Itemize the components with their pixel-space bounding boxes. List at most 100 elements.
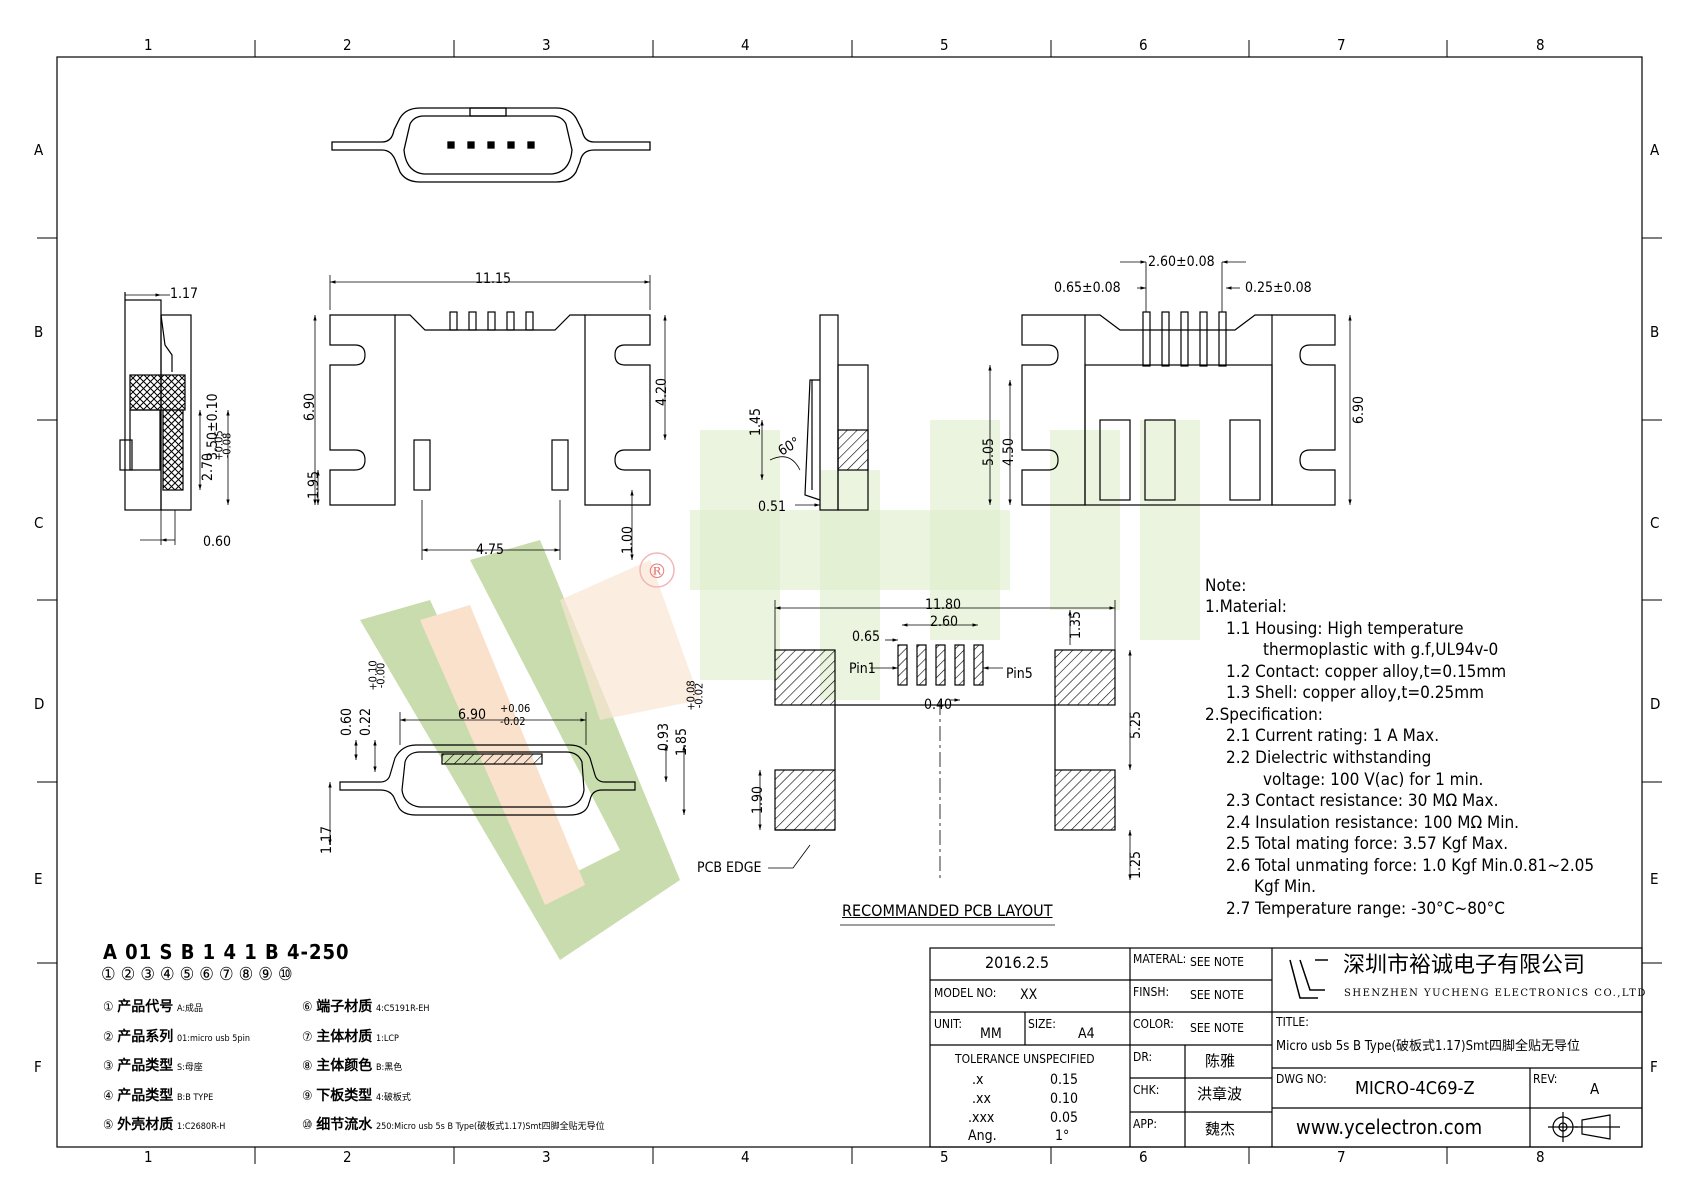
legend-label: 产品类型 bbox=[117, 1058, 174, 1074]
legend-num: ⑧ bbox=[302, 1059, 313, 1074]
legend-value: 4:破板式 bbox=[375, 1093, 411, 1103]
legend-value: B:B TYPE bbox=[176, 1093, 214, 1103]
row-label-c: C bbox=[34, 514, 44, 532]
dim-bot-6-90: 6.90 bbox=[1351, 395, 1368, 425]
row-label-b-right: B bbox=[1650, 323, 1660, 341]
note-line: Kgf Min. bbox=[1254, 877, 1316, 897]
note-line: 2.Specification: bbox=[1205, 705, 1323, 725]
label-pin1: Pin1 bbox=[849, 661, 876, 677]
pcb-layout bbox=[774, 644, 1116, 880]
part-code: A 01 S B 1 4 1 B 4-250 bbox=[103, 940, 350, 964]
tb-tol-key: .x bbox=[972, 1072, 984, 1088]
note-line: 2.1 Current rating: 1 A Max. bbox=[1226, 726, 1440, 746]
tb-date: 2016.2.5 bbox=[985, 953, 1050, 972]
tb-tol-value: 1° bbox=[1055, 1128, 1070, 1144]
tb-tol-key: .xx bbox=[972, 1091, 991, 1107]
tb-unit-value: MM bbox=[980, 1026, 1002, 1042]
tb-finish-value: SEE NOTE bbox=[1190, 988, 1244, 1002]
col-label-7-bottom: 7 bbox=[1337, 1148, 1346, 1166]
note-line: Note: bbox=[1205, 576, 1247, 596]
tb-app-value: 魏杰 bbox=[1205, 1120, 1236, 1138]
col-label-8-bottom: 8 bbox=[1536, 1148, 1545, 1166]
dim-pcb-1-90: 1.90 bbox=[750, 785, 767, 815]
part-code-positions: ① ② ③ ④ ⑤ ⑥ ⑦ ⑧ ⑨ ⑩ bbox=[101, 964, 293, 985]
dim-front-6-90-dn: -0.02 bbox=[500, 715, 526, 728]
tb-tol-value: 0.05 bbox=[1050, 1110, 1079, 1126]
legend-label: 端子材质 bbox=[316, 999, 373, 1015]
legend-value: 1:C2680R-H bbox=[176, 1122, 226, 1132]
dim-11-15: 11.15 bbox=[475, 271, 512, 287]
dim-front-0-60: 0.60 bbox=[339, 707, 356, 737]
company-website: www.ycelectron.com bbox=[1296, 1115, 1483, 1139]
note-line: 2.3 Contact resistance: 30 MΩ Max. bbox=[1226, 791, 1499, 811]
note-line: 1.3 Shell: copper alloy,t=0.25mm bbox=[1226, 683, 1485, 703]
dim-bot-4-50: 4.50 bbox=[1001, 437, 1018, 467]
tb-tol-key: .xxx bbox=[968, 1110, 995, 1126]
row-label-a-right: A bbox=[1650, 141, 1660, 159]
tb-size-label: SIZE: bbox=[1028, 1017, 1056, 1031]
legend-label: 下板类型 bbox=[316, 1088, 373, 1104]
side-view-dims bbox=[125, 293, 230, 545]
connector-bottom-view-2 bbox=[1021, 311, 1336, 506]
company-name-cn: 深圳市裕诚电子有限公司 bbox=[1343, 953, 1586, 978]
tb-material-value: SEE NOTE bbox=[1190, 955, 1244, 969]
dim-2-60-tol: 2.60±0.08 bbox=[1148, 254, 1215, 270]
tb-chk-value: 洪章波 bbox=[1197, 1085, 1243, 1103]
dim-pin-1-45: 1.45 bbox=[748, 407, 765, 437]
tb-unit-label: UNIT: bbox=[934, 1017, 963, 1031]
dim-0-25-tol: 0.25±0.08 bbox=[1245, 280, 1312, 296]
legend-num: ⑦ bbox=[302, 1030, 313, 1045]
note-line: 2.2 Dielectric withstanding bbox=[1226, 748, 1432, 768]
front-view-dims bbox=[328, 712, 686, 845]
tb-rev-label: REV: bbox=[1533, 1072, 1558, 1086]
company-name-en: SHENZHEN YUCHENG ELECTRONICS CO.,LTD bbox=[1344, 988, 1647, 999]
projection-symbol-icon bbox=[1548, 1112, 1620, 1142]
legend-num: ③ bbox=[103, 1059, 114, 1074]
note-line: 1.Material: bbox=[1205, 597, 1287, 617]
legend-num: ⑨ bbox=[302, 1089, 313, 1104]
connector-front-view bbox=[339, 744, 636, 816]
col-label-5-bottom: 5 bbox=[940, 1148, 949, 1166]
row-label-e-right: E bbox=[1650, 870, 1659, 888]
legend-value: A:成品 bbox=[176, 1004, 204, 1014]
tb-model-value: XX bbox=[1020, 987, 1038, 1003]
tb-tol-value: 0.10 bbox=[1050, 1091, 1079, 1107]
connector-side-view bbox=[119, 292, 192, 511]
row-label-c-right: C bbox=[1650, 514, 1660, 532]
dim-pcb-1-25: 1.25 bbox=[1128, 850, 1145, 880]
connector-bottom-view-1 bbox=[329, 311, 651, 506]
note-line: 2.7 Temperature range: -30°C~80°C bbox=[1226, 899, 1505, 919]
dim-side-3-50: 3.50±0.10 bbox=[205, 393, 221, 460]
connector-pin-side-view bbox=[804, 314, 869, 511]
dim-front-0-22: 0.22 bbox=[358, 707, 375, 737]
dim-front-6-90-up: +0.06 bbox=[500, 702, 531, 715]
dim-4-20: 4.20 bbox=[654, 377, 671, 407]
connector-top-view bbox=[331, 107, 651, 183]
row-label-e: E bbox=[34, 870, 43, 888]
note-line: 1.1 Housing: High temperature bbox=[1226, 619, 1464, 639]
col-label-3-bottom: 3 bbox=[542, 1148, 551, 1166]
legend-label: 产品系列 bbox=[117, 1029, 174, 1045]
legend-label: 产品类型 bbox=[117, 1088, 174, 1104]
col-label-8: 8 bbox=[1536, 36, 1545, 54]
dim-front-0-93: 0.93 bbox=[656, 722, 673, 752]
dim-0-65-tol: 0.65±0.08 bbox=[1054, 280, 1121, 296]
tb-size-value: A4 bbox=[1078, 1026, 1095, 1042]
tb-model-label: MODEL NO: bbox=[934, 986, 997, 1000]
tb-dwg-value: MICRO-4C69-Z bbox=[1355, 1078, 1475, 1099]
pcb-layout-title: RECOMMANDED PCB LAYOUT bbox=[842, 901, 1053, 920]
sheet-border bbox=[37, 40, 1662, 1164]
tb-material-label: MATERAL: bbox=[1133, 952, 1187, 966]
col-label-4: 4 bbox=[741, 36, 750, 54]
tb-tolerance-header: TOLERANCE UNSPECIFIED bbox=[955, 1052, 1095, 1066]
legend-value: 4:C5191R-EH bbox=[375, 1004, 430, 1014]
dim-6-90-top: 6.90 bbox=[302, 392, 319, 422]
legend-num: ① bbox=[103, 1000, 114, 1015]
row-label-b: B bbox=[34, 323, 44, 341]
dim-front-1-85-dn: -0.02 bbox=[692, 682, 706, 709]
dim-pcb-5-25: 5.25 bbox=[1128, 710, 1145, 740]
dim-1-00: 1.00 bbox=[620, 525, 637, 555]
col-label-6-bottom: 6 bbox=[1139, 1148, 1148, 1166]
dim-pcb-0-40: 0.40 bbox=[924, 697, 953, 713]
